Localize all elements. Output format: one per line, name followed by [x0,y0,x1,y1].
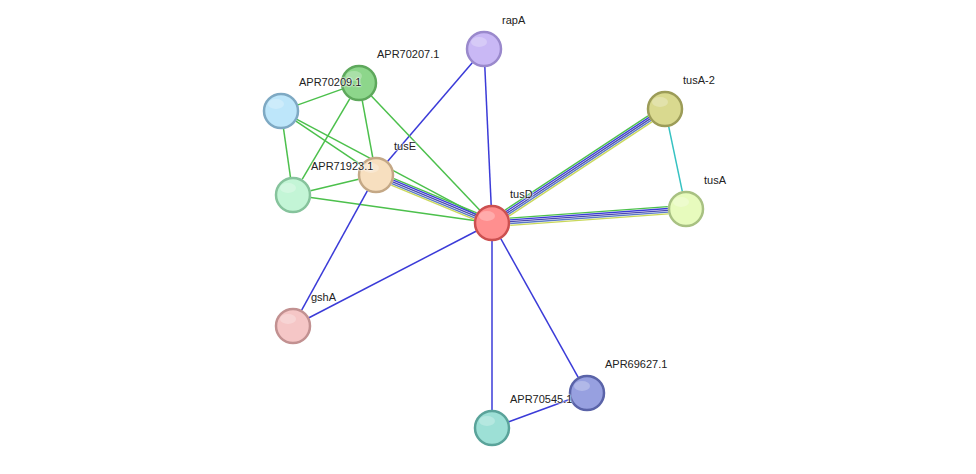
node-circle [473,409,511,447]
node-label: tusA-2 [683,74,715,86]
interaction-edge [296,121,361,165]
interaction-edge [492,241,493,410]
edge-strand [309,231,476,317]
node-disc [648,92,682,126]
node-highlight [280,183,296,193]
protein-node: tusA-2 [646,90,684,128]
node-label: tusD [510,188,533,200]
interaction-edge [309,231,476,317]
interaction-edge [669,127,683,192]
node-label: APR71923.1 [311,160,373,172]
protein-node: APR69627.1 [568,374,606,412]
edge-strand [393,180,476,214]
interaction-edge [501,239,578,378]
edge-strand [391,185,474,219]
protein-node: rapA [465,30,503,68]
node-highlight [280,314,296,324]
edge-strand [510,214,668,225]
node-circle [274,307,312,345]
edge-strand [506,117,649,211]
node-label: APR69627.1 [605,358,667,370]
node-highlight [479,416,495,426]
edge-strand [669,127,683,192]
node-circle [667,190,705,228]
node-highlight [268,99,284,109]
edge-strand [508,120,651,214]
node-highlight [652,97,668,107]
interaction-edge [510,207,669,226]
protein-node: APR70545.1 [473,409,511,447]
interaction-edge [485,67,491,205]
interaction-edge [388,63,473,162]
node-highlight [574,381,590,391]
interaction-edge [284,129,291,177]
edge-strand [394,179,477,213]
protein-node: tusD [473,204,511,242]
interaction-edge [298,89,342,105]
node-disc [467,32,501,66]
edge-strand [296,121,361,165]
node-circle [274,176,312,214]
node-circle [465,30,503,68]
node-disc [276,309,310,343]
interaction-edge [362,101,372,158]
interaction-edge [505,116,652,216]
node-label: tusA [704,174,726,186]
node-disc [276,178,310,212]
node-disc [264,94,298,128]
interaction-edge [310,179,358,191]
protein-node: gshA [274,307,312,345]
edge-strand [392,184,475,218]
node-label: gshA [311,291,336,303]
edge-strand [393,182,476,216]
edge-strand [388,63,473,162]
node-disc [475,206,509,240]
edge-strand [298,89,342,105]
node-highlight [471,37,487,47]
node-label: APR70209.1 [299,76,361,88]
node-disc [570,376,604,410]
interaction-edge [297,119,476,214]
protein-node: tusA [667,190,705,228]
edge-strand [510,212,668,223]
interaction-edge [391,179,476,220]
node-disc [669,192,703,226]
edge-strand [297,119,476,214]
node-label: tusE [394,140,416,152]
node-circle [568,374,606,412]
edge-strand [505,116,648,210]
protein-node: APR71923.1 [274,176,312,214]
edge-strand [507,119,650,213]
edge-strand [501,239,578,378]
edge-strand [491,241,493,410]
node-label: rapA [502,14,525,26]
node-disc [475,411,509,445]
edge-strand [485,67,491,205]
node-highlight [479,211,495,221]
node-circle [262,92,300,130]
node-circle [473,204,511,242]
node-label: APR70207.1 [377,48,439,60]
edge-strand [310,179,358,191]
node-label: APR70545.1 [510,393,572,405]
node-circle [646,90,684,128]
protein-node: APR70209.1 [262,92,300,130]
edge-strand [509,122,652,216]
edge-strand [362,101,372,158]
node-highlight [673,197,689,207]
edge-strand [284,129,291,177]
